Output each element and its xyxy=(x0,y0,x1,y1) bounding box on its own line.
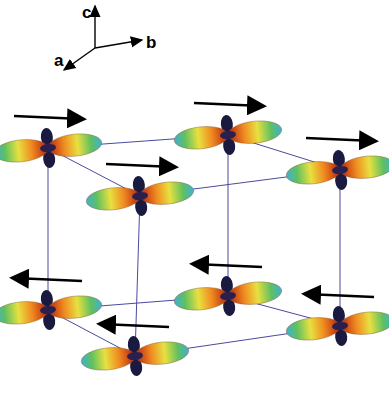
spin-arrow xyxy=(101,324,169,327)
spin-arrow xyxy=(194,264,262,267)
orbital-lobe xyxy=(173,124,229,152)
orbital-ring xyxy=(220,130,237,140)
orbital-ring xyxy=(127,351,144,361)
orbital-lobe xyxy=(80,345,136,373)
cell-edge xyxy=(135,196,140,356)
a-axis xyxy=(64,48,95,70)
orbital-lobe xyxy=(134,339,190,367)
spin-arrow xyxy=(14,278,82,281)
orbital xyxy=(0,122,104,173)
orbital-lobe xyxy=(85,185,141,213)
orbital-lobe xyxy=(47,293,103,321)
orbital xyxy=(0,284,104,335)
orbital xyxy=(284,144,389,195)
spin-arrow xyxy=(306,294,374,297)
orbital-lobe xyxy=(227,279,283,307)
axes xyxy=(64,6,142,70)
orbital-lobe xyxy=(227,118,283,146)
orbitals xyxy=(0,103,389,382)
orbital xyxy=(79,330,191,381)
spin-arrow xyxy=(306,138,374,141)
orbital-ring xyxy=(332,321,349,331)
orbital-lobe xyxy=(173,285,229,313)
axis-label: a xyxy=(54,52,63,69)
orbital-lobe xyxy=(285,159,341,187)
spin-arrow xyxy=(14,116,82,119)
cell-edge xyxy=(48,148,49,310)
axis-label: c xyxy=(82,4,91,21)
orbital-ring xyxy=(220,291,237,301)
spin-arrow xyxy=(194,103,262,106)
orbital-ring xyxy=(132,191,149,201)
orbital xyxy=(84,170,196,221)
orbital-lobe xyxy=(285,315,341,343)
orbital-ring xyxy=(332,165,349,175)
spin-arrow xyxy=(106,164,174,167)
orbital-ring xyxy=(40,143,57,153)
c-axis xyxy=(94,6,95,48)
orbital-ring xyxy=(40,305,57,315)
b-axis xyxy=(95,40,142,48)
orbital xyxy=(284,300,389,351)
orbital-lobe xyxy=(139,179,195,207)
cell-edge xyxy=(228,135,229,296)
cell-edge xyxy=(340,170,341,326)
orbital xyxy=(172,270,284,321)
axis-label: b xyxy=(146,34,156,51)
orbital xyxy=(172,109,284,160)
orbital-lobe xyxy=(47,131,103,159)
